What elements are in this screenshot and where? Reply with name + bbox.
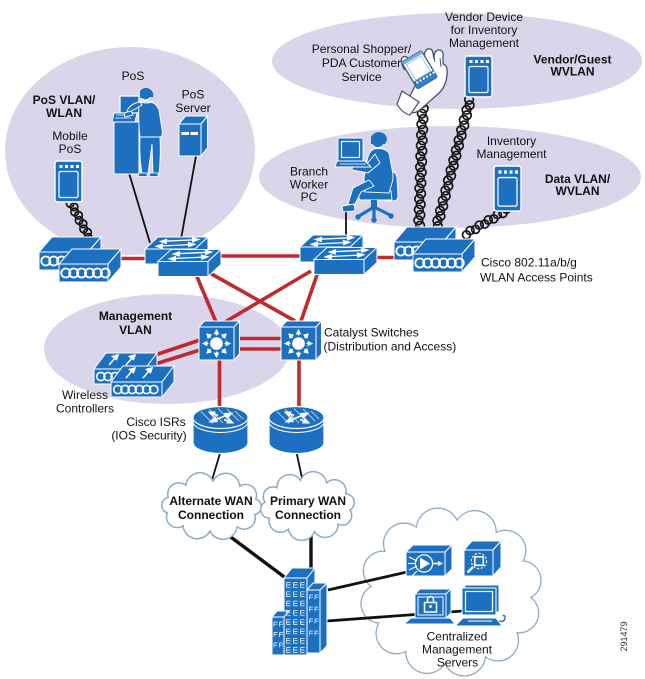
svg-text:for Inventory: for Inventory [451, 23, 518, 37]
svg-text:Mobile: Mobile [52, 129, 88, 143]
svg-text:Cisco ISRs: Cisco ISRs [126, 415, 185, 429]
svg-text:Connection: Connection [178, 508, 244, 522]
svg-text:PC: PC [301, 190, 318, 204]
svg-text:Branch: Branch [290, 165, 328, 179]
svg-text:Connection: Connection [275, 508, 341, 522]
svg-text:Controllers: Controllers [56, 402, 114, 416]
svg-text:(Distribution and Access): (Distribution and Access) [324, 340, 457, 354]
svg-text:WLAN Access Points: WLAN Access Points [480, 271, 593, 285]
svg-text:PDA Customer: PDA Customer [322, 56, 401, 70]
svg-text:Management: Management [449, 36, 520, 50]
svg-text:291479: 291479 [619, 621, 629, 651]
svg-text:PoS: PoS [122, 69, 145, 83]
svg-text:Data VLAN/: Data VLAN/ [545, 172, 611, 186]
svg-text:VLAN: VLAN [119, 323, 152, 337]
svg-text:PoS: PoS [182, 88, 205, 102]
svg-text:WVLAN: WVLAN [551, 65, 595, 79]
svg-text:WVLAN: WVLAN [556, 184, 600, 198]
svg-text:Wireless: Wireless [62, 388, 108, 402]
svg-text:PoS: PoS [59, 142, 82, 156]
svg-text:PoS VLAN/: PoS VLAN/ [33, 93, 96, 107]
svg-text:Alternate WAN: Alternate WAN [169, 494, 252, 508]
svg-text:Catalyst Switches: Catalyst Switches [324, 326, 419, 340]
svg-text:Cisco 802.11a/b/g: Cisco 802.11a/b/g [481, 256, 577, 270]
svg-text:(IOS Security): (IOS Security) [111, 429, 186, 443]
svg-text:Vendor/Guest: Vendor/Guest [533, 53, 611, 67]
svg-text:Vendor Device: Vendor Device [445, 10, 523, 24]
svg-text:Server: Server [175, 101, 210, 115]
svg-text:Management: Management [476, 147, 547, 161]
svg-text:Servers: Servers [437, 656, 478, 670]
svg-text:Centralized: Centralized [427, 630, 488, 644]
svg-text:Personal Shopper/: Personal Shopper/ [312, 42, 412, 56]
svg-text:Management: Management [99, 309, 172, 323]
svg-text:Primary WAN: Primary WAN [270, 494, 346, 508]
svg-text:Management: Management [422, 643, 493, 657]
svg-text:Worker: Worker [290, 178, 328, 192]
svg-text:WLAN: WLAN [46, 106, 82, 120]
svg-text:Inventory: Inventory [487, 134, 536, 148]
svg-text:Service: Service [341, 70, 381, 84]
